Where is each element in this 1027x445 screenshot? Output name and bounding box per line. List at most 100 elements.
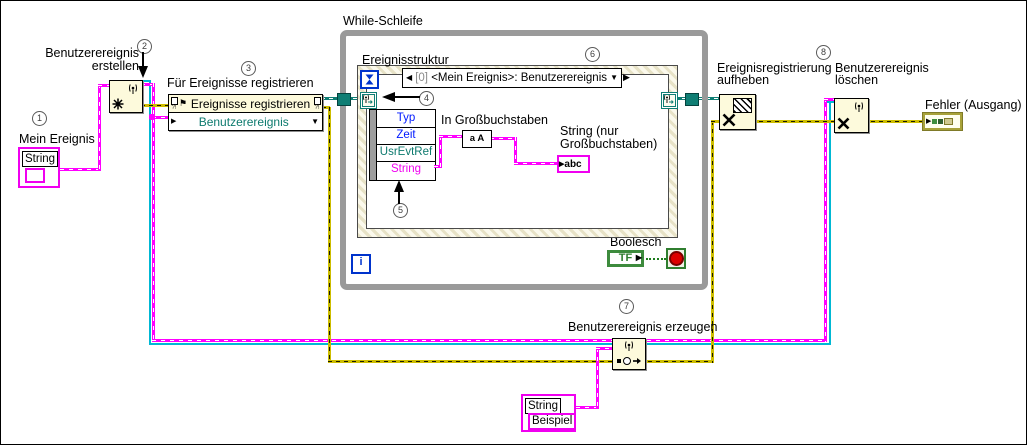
wire-junction[interactable]	[149, 114, 155, 120]
wire-user-event-accent-bottom[interactable]	[149, 343, 831, 345]
register-dropdown-icon[interactable]: ▼	[311, 116, 319, 126]
wire-user-event-accent-right[interactable]	[829, 102, 831, 345]
wire-error-bottom[interactable]	[328, 360, 713, 363]
callout-4-arrow-line	[395, 96, 420, 98]
string-output-label-2: Großbuchstaben)	[560, 137, 658, 151]
wire-error-up-right[interactable]	[711, 121, 714, 363]
event-data-field-typ[interactable]: Typ	[377, 110, 435, 128]
wire-error-top-right[interactable]	[711, 120, 923, 123]
event-case-selector[interactable]: ◀ [0] <Mein Ereignis>: Benutzerereignis …	[402, 68, 622, 88]
wire-string-case-1[interactable]	[434, 165, 442, 168]
wire-error-create-register[interactable]	[141, 104, 169, 107]
case-prev-arrow-icon[interactable]: ◀	[406, 73, 413, 82]
callout-2-arrow-line	[142, 52, 144, 66]
generate-icon	[617, 357, 641, 365]
callout-8: 8	[816, 45, 831, 60]
callout-1: 1	[32, 111, 47, 126]
string-type-label: String	[525, 398, 562, 414]
callout-2-arrowhead	[138, 66, 148, 78]
to-upper-label: In Großbuchstaben	[441, 113, 549, 127]
error-out-indicator[interactable]: ▶	[922, 112, 963, 131]
register-row1-label: Ereignisse registrieren	[190, 96, 311, 111]
error-corner-icon: ?!	[313, 96, 321, 111]
indicator-input-nub: ▶	[926, 118, 932, 125]
wire-string-mein-ereignis-v[interactable]	[98, 84, 101, 171]
unregister-label-2: aufheben	[717, 73, 770, 87]
register-row2-label: Benutzerereignis	[198, 114, 289, 129]
registration-hatch-icon	[733, 98, 752, 113]
tunnel-left[interactable]	[337, 93, 351, 106]
beispiel-string-control[interactable]: String Beispiel	[521, 394, 577, 432]
string-indicator-terminal[interactable]: ▶ abc	[557, 155, 590, 173]
event-data-node-handle[interactable]	[370, 110, 377, 180]
event-data-field-string[interactable]: String	[390, 163, 422, 175]
user-event-antenna-icon	[855, 102, 863, 112]
event-data-node[interactable]: Typ Zeit UsrEvtRef String	[369, 109, 436, 181]
wire-string-beispiel-in[interactable]	[596, 347, 613, 350]
callout-5-arrow-line	[398, 192, 400, 204]
wire-boolean-dotted[interactable]	[646, 258, 666, 260]
wire-string-case-5[interactable]	[514, 137, 517, 165]
unregister-x-icon	[722, 113, 736, 127]
error-corner-icon: ?!	[170, 96, 178, 111]
string-value-box[interactable]	[25, 168, 45, 183]
wire-string-case-2[interactable]	[439, 136, 442, 168]
wire-string-case-6[interactable]	[514, 162, 559, 165]
wire-string-beispiel-v[interactable]	[596, 348, 599, 409]
create-asterisk-icon	[112, 98, 124, 110]
mein-ereignis-string-control[interactable]: String	[18, 147, 60, 188]
dynamic-event-terminal-right[interactable]	[661, 92, 678, 109]
user-event-antenna-icon	[129, 84, 137, 94]
string-type-label: String	[22, 151, 59, 167]
wire-user-event-left[interactable]	[152, 83, 155, 342]
wire-string-mein-ereignis-in[interactable]	[98, 84, 110, 87]
wire-user-event-out[interactable]	[141, 83, 155, 86]
abc-glyph: abc	[564, 158, 582, 170]
case-next-arrow-icon[interactable]: ▶	[623, 72, 630, 82]
wire-user-event-accent-left[interactable]	[149, 80, 151, 345]
tunnel-right[interactable]	[685, 93, 699, 106]
wire-string-mein-ereignis-h[interactable]	[60, 168, 101, 171]
wire-string-case-4[interactable]	[490, 137, 517, 140]
wire-user-event-bottom[interactable]	[152, 339, 827, 342]
event-source-input-nub: ▶	[171, 118, 177, 125]
to-upper-case-node[interactable]: a A	[462, 130, 492, 148]
iteration-terminal[interactable]: i	[351, 254, 371, 274]
stop-icon	[668, 251, 684, 266]
wire-user-event-register-stub[interactable]	[152, 116, 169, 119]
string-value-box[interactable]: Beispiel	[528, 413, 577, 430]
callout-4-arrowhead	[382, 92, 395, 102]
loop-condition-terminal[interactable]	[666, 248, 686, 269]
string-output-label-1: String (nur	[560, 124, 619, 138]
create-user-event-node[interactable]	[109, 80, 143, 113]
wire-string-beispiel-h[interactable]	[576, 406, 599, 409]
register-row-1[interactable]: ?! ⚑ Ereignisse registrieren ?!	[169, 95, 322, 113]
register-for-events-node[interactable]: ?! ⚑ Ereignisse registrieren ?! ▶ Benutz…	[168, 94, 323, 131]
while-loop[interactable]	[340, 30, 708, 290]
create-event-label-1: Benutzerereignis	[45, 46, 139, 60]
callout-2: 2	[137, 39, 152, 54]
wire-error-down-left[interactable]	[328, 107, 331, 363]
case-dropdown-icon[interactable]: ▼	[610, 73, 618, 82]
callout-5: 5	[393, 203, 408, 218]
register-row-2[interactable]: ▶ Benutzerereignis ▼	[169, 113, 322, 130]
boolean-tf-terminal[interactable]: TF ▶	[607, 250, 644, 267]
generate-user-event-node[interactable]	[612, 338, 646, 370]
wire-user-event-accent-top[interactable]	[141, 80, 151, 82]
wire-user-event-right[interactable]	[824, 98, 827, 342]
wire-user-event-accent-delete-in[interactable]	[827, 101, 835, 103]
delete-user-event-node[interactable]	[834, 98, 869, 133]
dynamic-event-icon	[664, 94, 674, 104]
wire-string-case-3[interactable]	[439, 135, 463, 138]
delete-event-label-1: Benutzerereignis	[835, 61, 929, 75]
event-data-field-usrevtref[interactable]: UsrEvtRef	[377, 144, 435, 162]
timeout-terminal[interactable]	[360, 70, 379, 89]
callout-3: 3	[241, 61, 256, 76]
dynamic-event-terminal-left[interactable]	[360, 92, 377, 109]
event-data-field-zeit[interactable]: Zeit	[377, 127, 435, 145]
callout-6: 6	[585, 47, 600, 62]
unregister-events-node[interactable]	[719, 94, 756, 130]
callout-5-arrowhead	[394, 180, 404, 192]
while-loop-label: While-Schleife	[343, 14, 423, 28]
wire-user-event-delete-in[interactable]	[824, 98, 835, 101]
